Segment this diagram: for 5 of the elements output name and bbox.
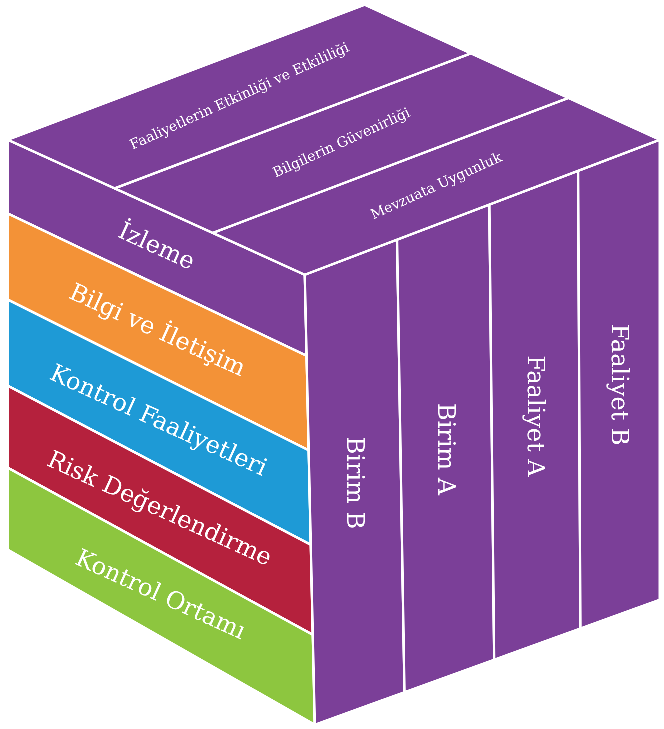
band-label: Birim A: [432, 403, 460, 496]
band-label: Birim B: [342, 436, 370, 530]
band-label: Faaliyet A: [522, 355, 550, 477]
band-label: Faaliyet B: [606, 324, 634, 446]
cube-face-band: [577, 138, 662, 630]
